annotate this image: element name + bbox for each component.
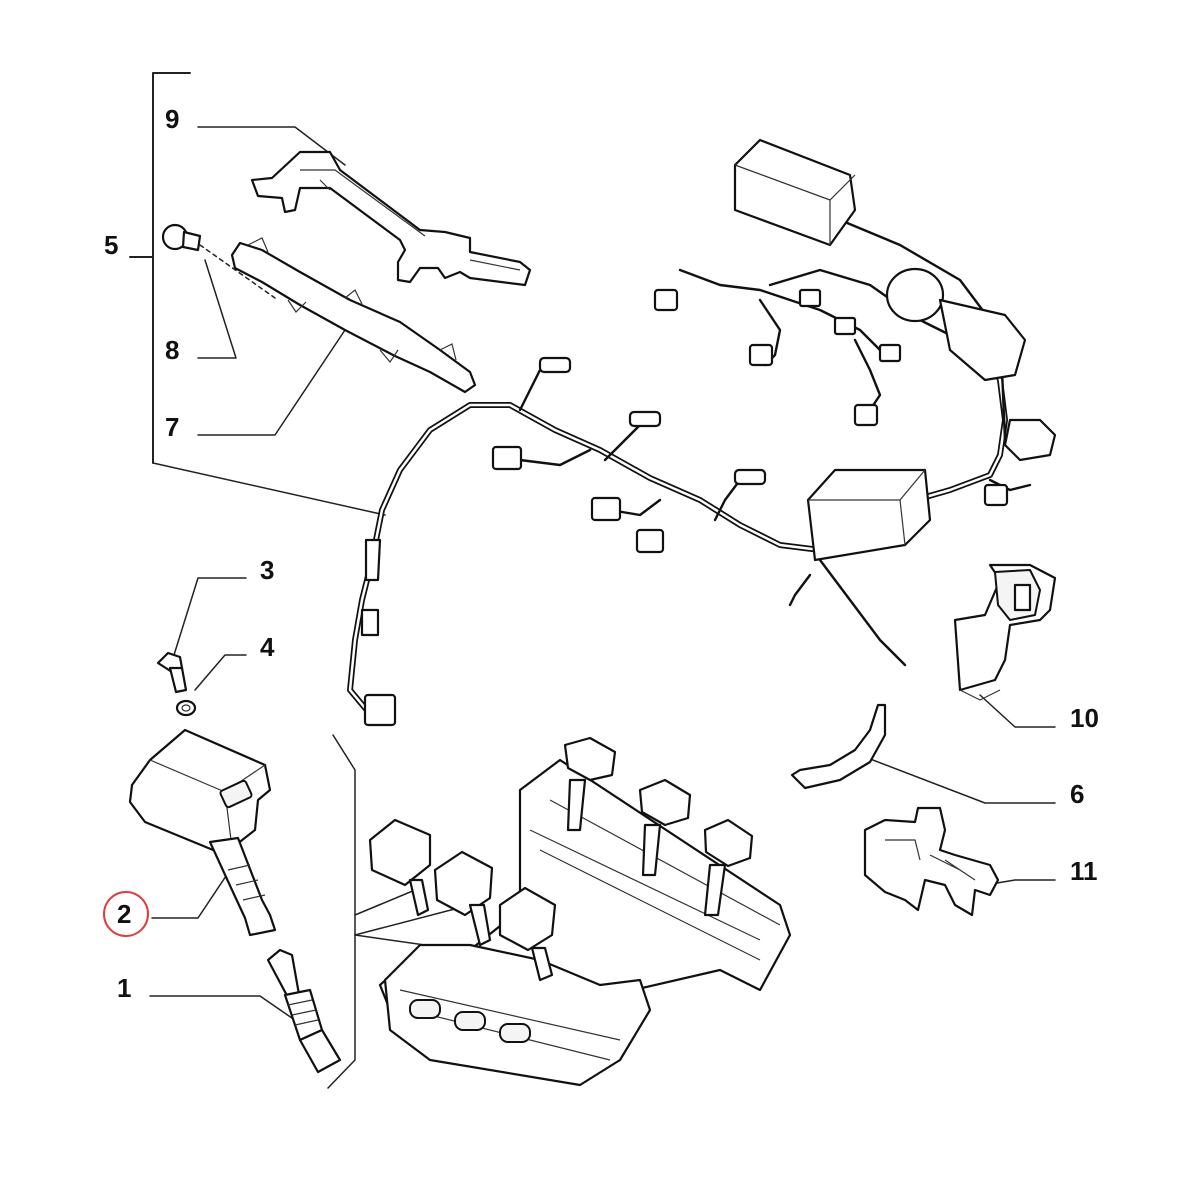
leader-4 bbox=[194, 654, 247, 691]
leader-10 bbox=[979, 694, 1056, 728]
callout-9: 9 bbox=[165, 104, 180, 134]
part-5-wiring-harness bbox=[347, 138, 1057, 727]
callout-2: 2 bbox=[117, 899, 132, 929]
callout-11: 11 bbox=[1070, 856, 1098, 886]
leader-3 bbox=[173, 577, 247, 656]
part-1-spark-plug bbox=[266, 948, 342, 1074]
leader-2 bbox=[151, 869, 231, 919]
leader-6 bbox=[864, 756, 1056, 804]
callout-5: 5 bbox=[104, 230, 119, 260]
callout-1: 1 bbox=[117, 973, 132, 1003]
callout-8: 8 bbox=[165, 335, 180, 365]
part-6-strap bbox=[790, 703, 887, 790]
callout-7: 7 bbox=[165, 412, 180, 442]
part-3-bolt bbox=[156, 651, 188, 694]
engine-cylinder-heads bbox=[368, 736, 792, 1087]
callout-4: 4 bbox=[260, 632, 275, 662]
leader-5 bbox=[152, 462, 386, 516]
leader-1 bbox=[149, 995, 303, 1026]
group-5-bracket bbox=[129, 72, 191, 464]
part-11-clamp bbox=[863, 806, 1000, 917]
callout-3: 3 bbox=[260, 555, 275, 585]
part-8-bolt bbox=[161, 223, 276, 299]
part-10-bracket bbox=[953, 563, 1057, 701]
part-9-bracket bbox=[250, 150, 532, 287]
leader-8 bbox=[197, 259, 237, 359]
part-4-washer bbox=[175, 699, 197, 717]
engine-pointer-2 bbox=[354, 904, 471, 936]
leader-lines bbox=[149, 126, 1056, 1089]
part-7-rail bbox=[230, 237, 477, 394]
callout-10: 10 bbox=[1070, 703, 1099, 733]
part-2-ignition-coil bbox=[128, 728, 277, 937]
leader-7 bbox=[197, 329, 346, 436]
callout-2-highlight-circle bbox=[103, 891, 149, 937]
callout-6: 6 bbox=[1070, 779, 1085, 809]
engine-bracket bbox=[327, 734, 356, 1089]
engine-pointer-1 bbox=[354, 889, 416, 916]
